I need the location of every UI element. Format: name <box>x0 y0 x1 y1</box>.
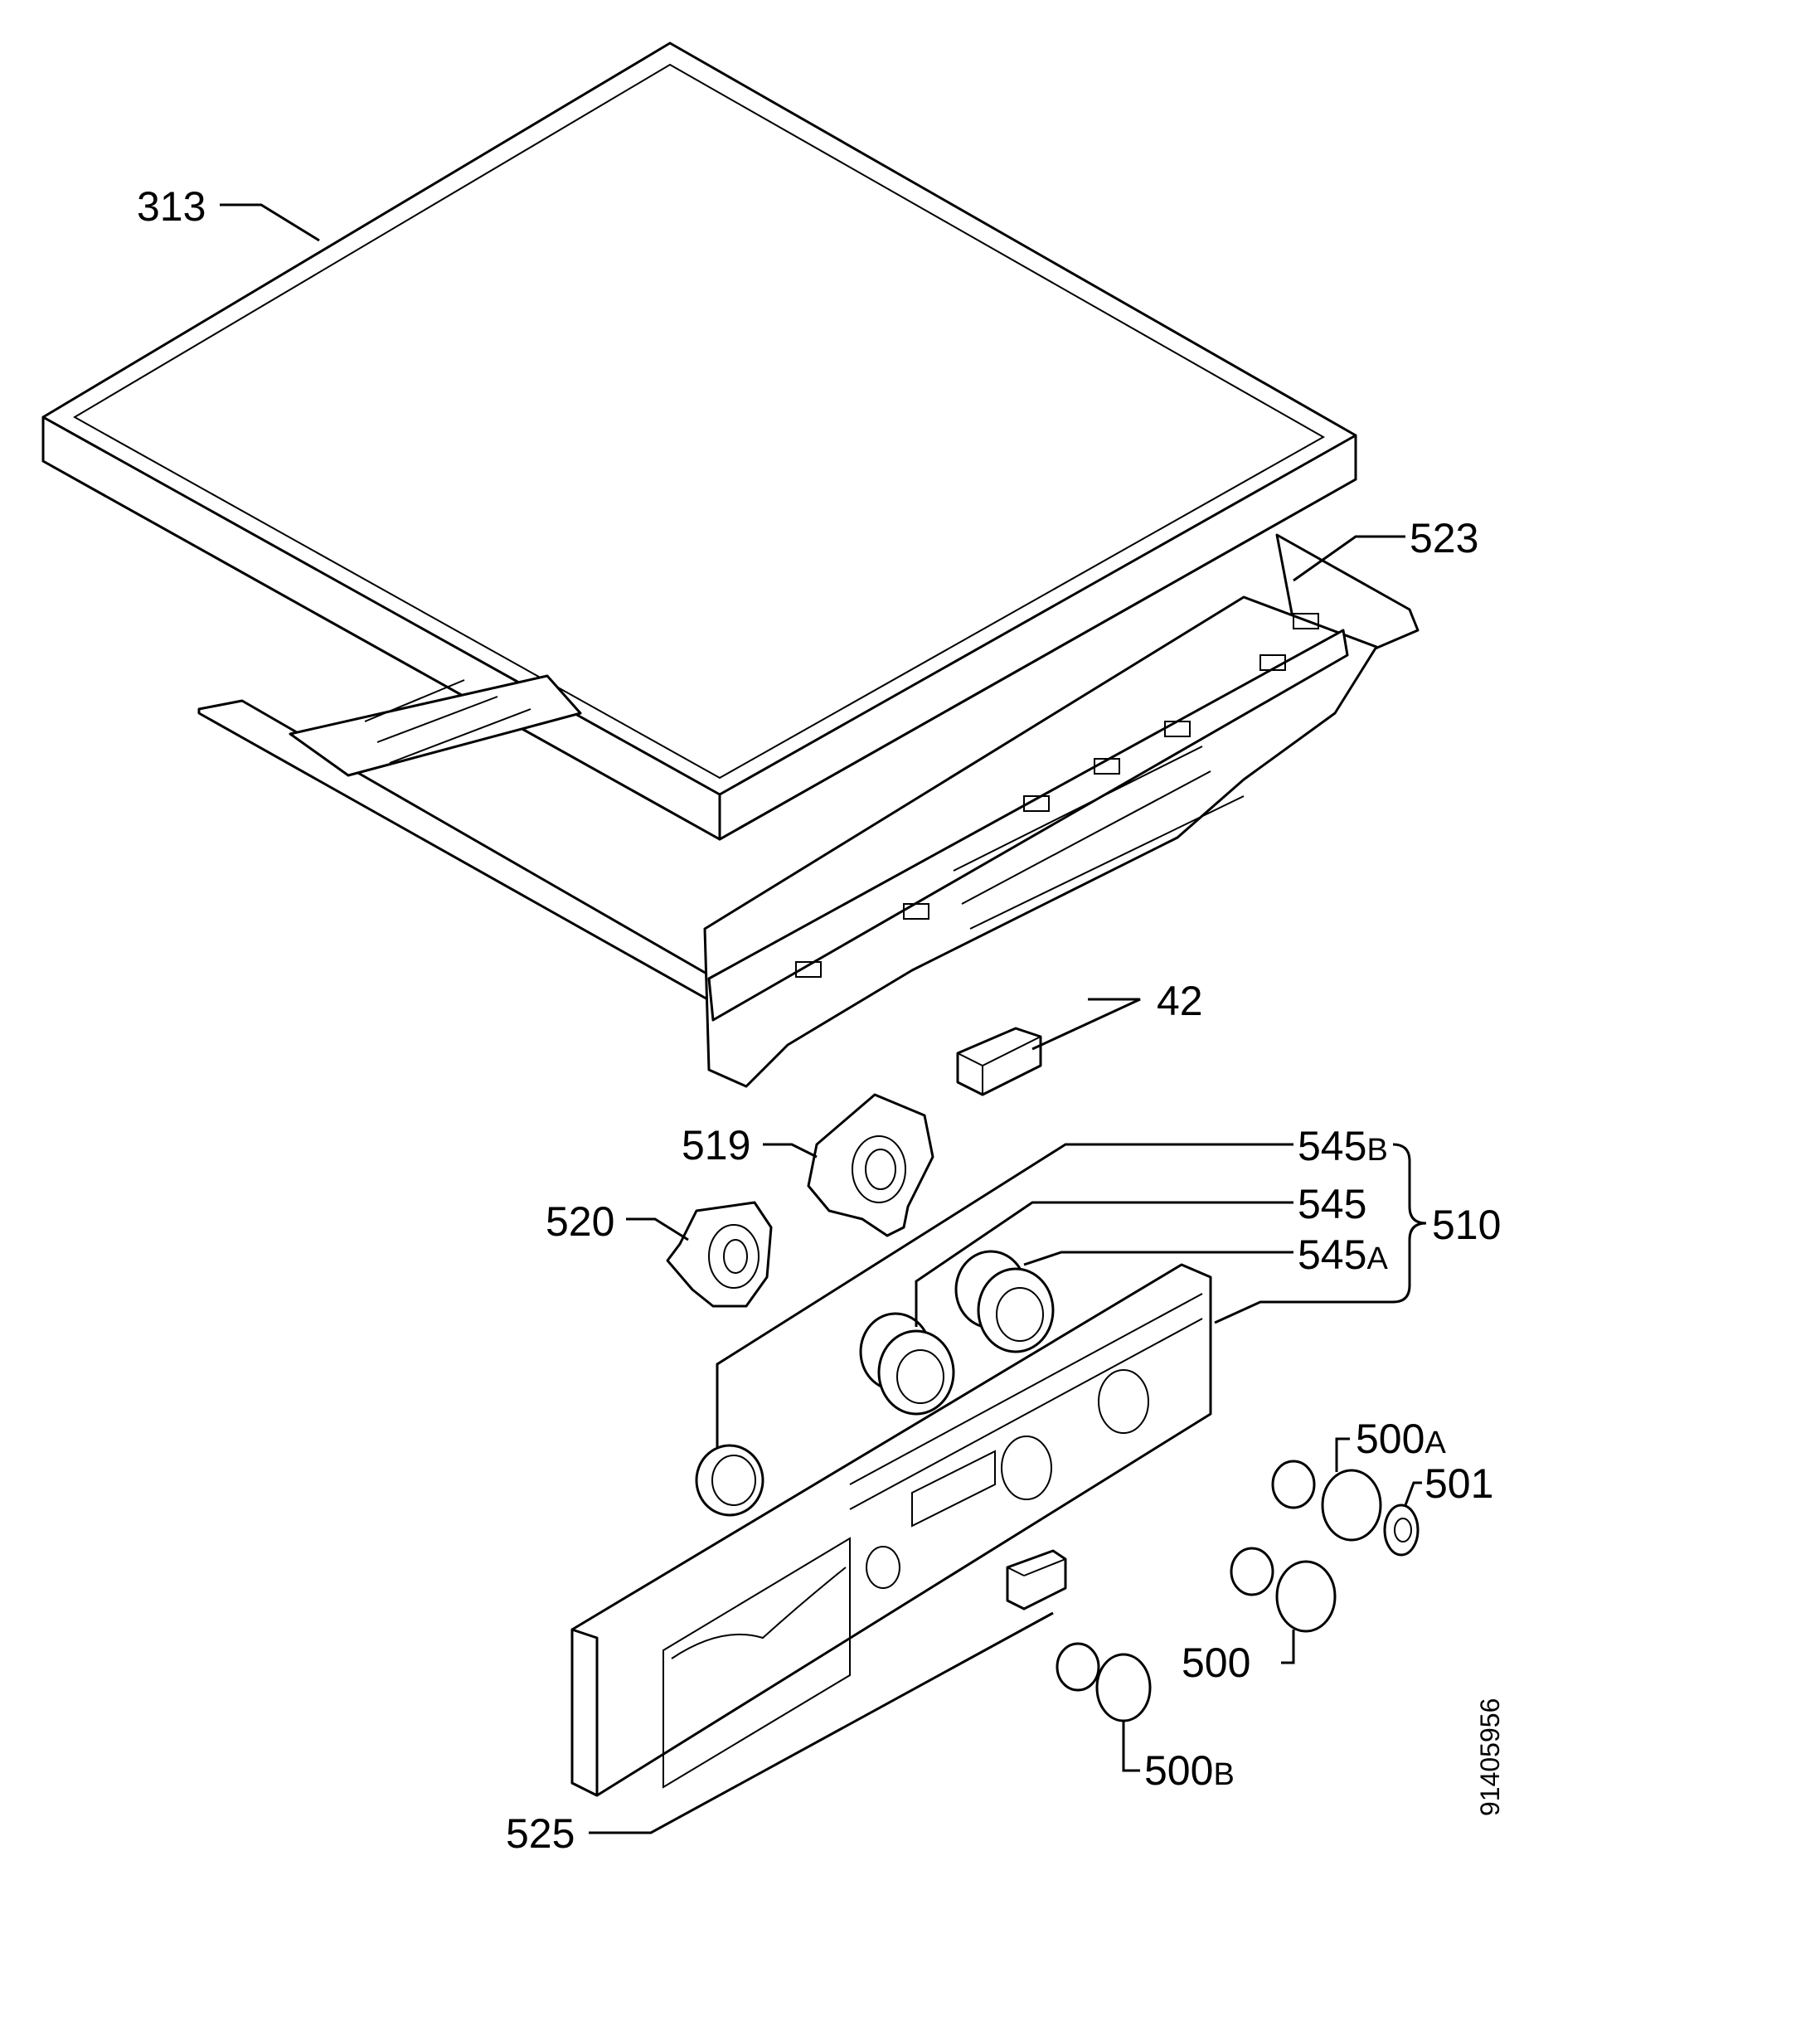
top-cover-313 <box>41 41 1357 841</box>
front-panel-525 <box>570 1263 1212 1797</box>
control-frame-523 <box>197 533 1420 1088</box>
label-525: 525 <box>506 1810 575 1857</box>
label-545a: 545A <box>1298 1232 1388 1278</box>
label-545: 545 <box>1298 1181 1366 1227</box>
button-500b <box>1056 1642 1152 1722</box>
label-519: 519 <box>682 1122 750 1168</box>
label-500b: 500B <box>1144 1747 1235 1794</box>
label-500: 500 <box>1182 1640 1250 1686</box>
label-510: 510 <box>1432 1202 1501 1248</box>
label-545b: 545B <box>1298 1123 1388 1169</box>
label-520: 520 <box>546 1198 614 1245</box>
part-42 <box>956 1027 1042 1096</box>
button-500 <box>1230 1547 1337 1633</box>
leader-lines <box>220 203 1427 1834</box>
cap-501 <box>1383 1504 1420 1557</box>
label-500a: 500A <box>1356 1416 1446 1462</box>
part-520 <box>666 1201 773 1308</box>
part-519 <box>807 1093 934 1237</box>
document-number: 91405956 <box>1475 1698 1505 1816</box>
part-labels: 313 523 42 519 520 545B 545 545A 510 500… <box>137 183 1501 1857</box>
label-42: 42 <box>1157 978 1203 1024</box>
knob-545b <box>695 1444 764 1517</box>
knob-545 <box>859 1312 955 1416</box>
small-switch <box>1006 1549 1067 1610</box>
button-500a <box>1271 1460 1382 1542</box>
label-501: 501 <box>1424 1460 1493 1507</box>
label-313: 313 <box>137 183 206 230</box>
label-523: 523 <box>1410 515 1478 561</box>
knob-545a <box>954 1250 1055 1353</box>
